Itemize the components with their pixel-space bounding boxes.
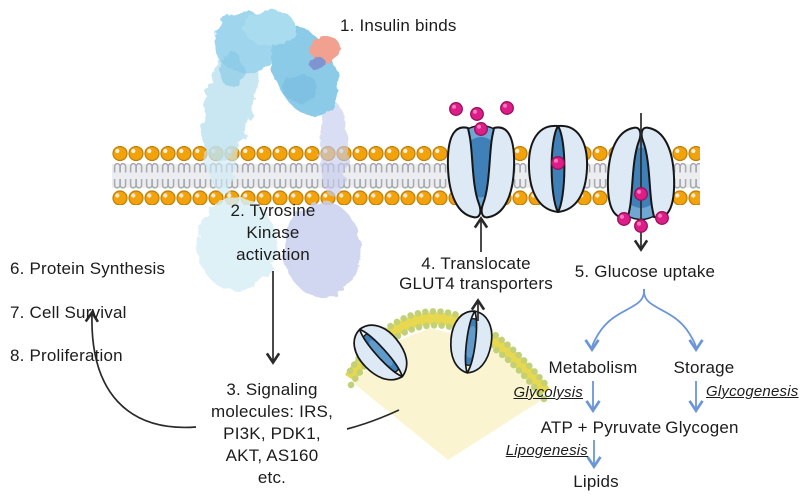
glucose-molecule xyxy=(655,211,669,225)
label-glycogen: Glycogen xyxy=(665,418,739,437)
blue-flow-arrows xyxy=(584,288,704,470)
label-metabolism: Metabolism xyxy=(548,358,638,377)
glucose-molecule xyxy=(634,187,648,201)
label-step5-glucose-uptake: 5. Glucose uptake xyxy=(574,262,716,281)
outcome-proliferation: 8. Proliferation xyxy=(10,346,123,365)
glucose-molecule xyxy=(470,107,484,121)
label-glycolysis: Glycolysis xyxy=(513,384,583,401)
arrow-signaling-to-outcomes xyxy=(84,310,197,429)
glut4-vesicle xyxy=(343,307,550,460)
label-atp-pyruvate: ATP + Pyruvate xyxy=(540,418,662,437)
glucose-molecule xyxy=(617,212,631,226)
glucose-molecule xyxy=(634,219,648,233)
glucose-molecule xyxy=(551,156,565,170)
label-glycogenesis: Glycogenesis xyxy=(706,383,799,400)
arrow-to-metabolism xyxy=(584,288,645,353)
arrow-to-storage xyxy=(643,288,704,353)
line-signaling-to-vesicle xyxy=(346,409,400,430)
label-lipids: Lipids xyxy=(573,472,619,491)
label-step3-signaling-molecules: 3. Signaling molecules: IRS, PI3K, PDK1,… xyxy=(210,380,334,487)
outcome-cell-survival: 7. Cell Survival xyxy=(10,302,127,322)
glucose-molecule xyxy=(500,101,514,115)
outcomes-list: 6. Protein Synthesis 7. Cell Survival 8.… xyxy=(10,236,165,389)
glucose-molecule xyxy=(449,102,463,116)
label-step4-translocate-glut4: 4. Translocate GLUT4 transporters xyxy=(399,254,553,293)
glucose-molecule xyxy=(474,122,488,136)
label-step2-tyrosine-kinase: 2. Tyrosine Kinase activation xyxy=(230,201,316,264)
label-lipogenesis: Lipogenesis xyxy=(505,442,588,459)
label-step1-insulin-binds: 1. Insulin binds xyxy=(340,16,457,35)
glut4-transporter-open-out xyxy=(446,124,516,219)
insulin-receptor xyxy=(197,10,360,297)
label-storage: Storage xyxy=(673,358,735,377)
outcome-protein-synthesis: 6. Protein Synthesis xyxy=(10,259,166,278)
